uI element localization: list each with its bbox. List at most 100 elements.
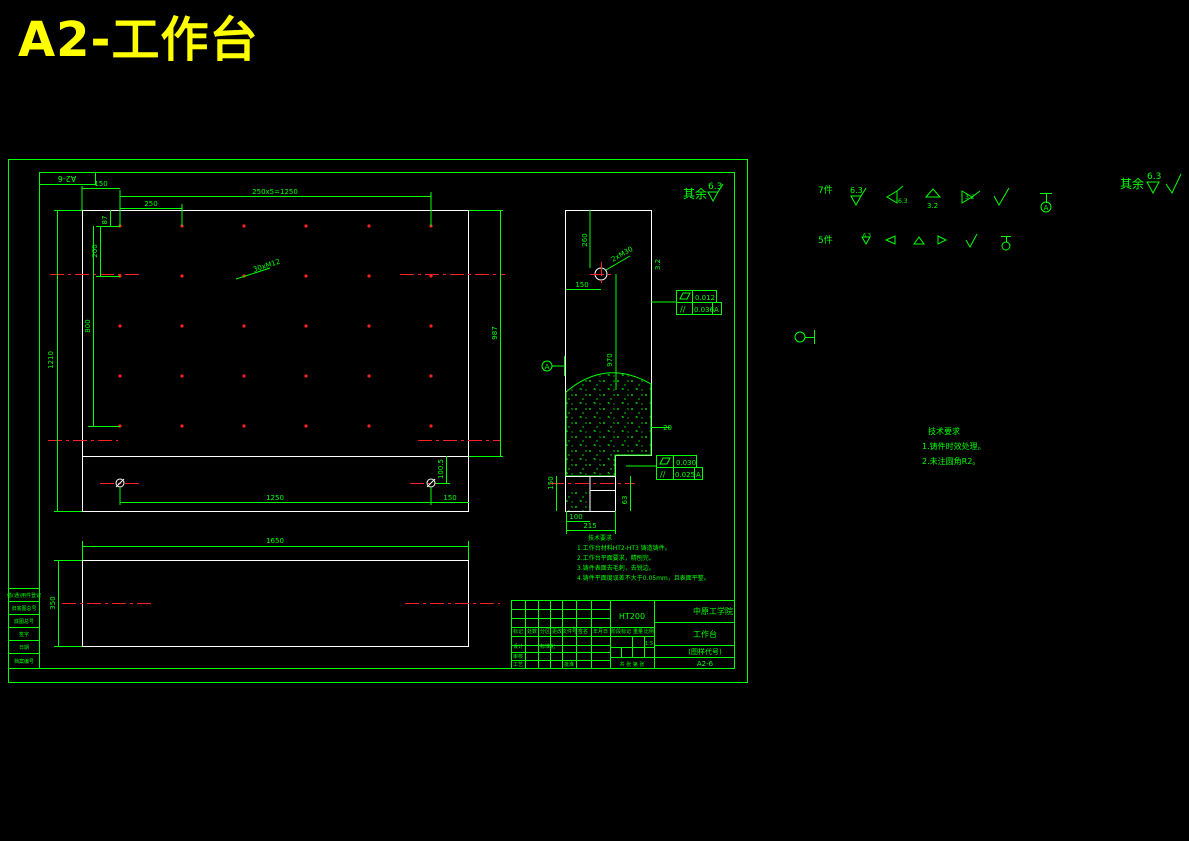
svg-text:2.未注圆角R2。: 2.未注圆角R2。 (922, 456, 980, 466)
svg-text:3.铸件表面去毛刺，去锐边。: 3.铸件表面去毛刺，去锐边。 (577, 564, 655, 572)
tapped-hole (367, 374, 371, 378)
svg-text:6.3: 6.3 (863, 233, 871, 239)
svg-text:100.5: 100.5 (437, 459, 445, 479)
tapped-hole (429, 324, 433, 328)
tapped-hole (367, 424, 371, 428)
svg-text:150: 150 (575, 281, 588, 289)
tapped-hole (242, 374, 246, 378)
svg-text:5件: 5件 (818, 234, 833, 246)
svg-text:A: A (714, 306, 719, 314)
svg-text:共 张 第 张: 共 张 第 张 (620, 661, 645, 668)
svg-text:批准: 批准 (564, 661, 574, 668)
tapped-hole (304, 374, 308, 378)
tapped-hole (304, 274, 308, 278)
tapped-hole (304, 224, 308, 228)
svg-text:150: 150 (443, 494, 456, 502)
svg-text:63: 63 (621, 496, 629, 505)
svg-text:0.012: 0.012 (695, 294, 715, 302)
svg-text:其余: 其余 (683, 186, 707, 201)
svg-text:7件: 7件 (818, 184, 833, 196)
top-view: 1650 350 (49, 537, 500, 647)
svg-text:重量: 重量 (633, 628, 643, 635)
svg-text:970: 970 (606, 353, 614, 366)
drawing-frame: A2-6 (8, 159, 748, 683)
svg-text:HT200: HT200 (619, 612, 645, 621)
svg-text:200: 200 (91, 244, 99, 257)
title-block: HT200 中原工学院 工作台 (图样代号) A2-6 比例 1:5 重量 阶段… (511, 600, 735, 669)
svg-text:1:5: 1:5 (645, 641, 653, 647)
roughness-legend: 7件 6.3 6.3 3.2 3.2 A 5件 6.3 其余 6.3 (794, 172, 1182, 344)
tapped-hole (242, 424, 246, 428)
svg-text://: // (680, 305, 686, 314)
svg-text:底图总号: 底图总号 (14, 618, 34, 625)
svg-text:3.2: 3.2 (965, 194, 975, 201)
svg-text:150: 150 (547, 476, 555, 489)
svg-text:0.025: 0.025 (675, 471, 695, 479)
svg-text:800: 800 (84, 319, 92, 332)
tapped-hole (367, 324, 371, 328)
tapped-hole (367, 274, 371, 278)
svg-text:987: 987 (491, 326, 499, 339)
svg-text:6.3: 6.3 (1147, 172, 1161, 182)
svg-text:250x5=1250: 250x5=1250 (252, 188, 298, 196)
front-view-dims: 150 250x5=1250 250 87 200 800 1210 987 1… (47, 180, 503, 512)
svg-text:旧底图总号: 旧底图总号 (11, 605, 36, 612)
svg-text:6.3: 6.3 (708, 182, 722, 192)
tapped-hole (429, 274, 433, 278)
svg-text:签名: 签名 (578, 628, 588, 635)
svg-text:6.3: 6.3 (898, 198, 908, 205)
svg-text:其余: 其余 (1120, 176, 1144, 191)
tapped-hole (180, 274, 184, 278)
surface-roughness-rest: 其余 6.3 (683, 182, 724, 203)
tapped-hole (180, 324, 184, 328)
svg-text:1.铸件时效处理。: 1.铸件时效处理。 (922, 441, 986, 451)
tapped-hole (180, 424, 184, 428)
tapped-hole (118, 374, 122, 378)
svg-text:150: 150 (94, 180, 107, 188)
svg-text:100: 100 (569, 513, 582, 521)
casting-notes: 技术要求 1.工作台材料HT2-HT3 铸造铸件。 2.工作台平面要求，精刨完。… (577, 534, 710, 582)
svg-text:A: A (696, 471, 701, 479)
tapped-hole (242, 324, 246, 328)
svg-text:3.2: 3.2 (654, 259, 662, 270)
svg-text:分区: 分区 (540, 628, 550, 635)
svg-text:技术要求: 技术要求 (588, 534, 612, 542)
svg-text:借(通)用件登记: 借(通)用件登记 (7, 592, 41, 599)
svg-text:签字: 签字 (19, 631, 29, 638)
svg-text:0.030: 0.030 (676, 459, 696, 467)
svg-text:设计: 设计 (513, 643, 523, 650)
svg-text:(图样代号): (图样代号) (688, 647, 722, 656)
hole-label: 30xM12 (252, 258, 281, 274)
hole-grid (118, 224, 433, 428)
tapped-hole (367, 224, 371, 228)
svg-text:2.工作台平面要求，精刨完。: 2.工作台平面要求，精刨完。 (577, 554, 655, 562)
left-registry-strip: 借(通)用件登记 旧底图总号 底图总号 签字 日期 档案编号 (7, 588, 41, 669)
svg-text:更改文件号: 更改文件号 (552, 628, 577, 635)
page-title: A2-工作台 (18, 12, 259, 68)
svg-text:标准化: 标准化 (540, 643, 555, 650)
svg-text:中原工学院: 中原工学院 (693, 606, 733, 616)
svg-text:A: A (545, 363, 550, 371)
svg-text:工艺: 工艺 (513, 662, 523, 668)
tapped-hole (429, 374, 433, 378)
svg-text:1250: 1250 (266, 494, 284, 502)
svg-text:处数: 处数 (527, 628, 537, 635)
svg-text:4.铸件平面度误差不大于0.05mm，且表面平整。: 4.铸件平面度误差不大于0.05mm，且表面平整。 (577, 574, 710, 582)
drawing-code-tab: A2-6 (58, 174, 77, 183)
side-section-view: 260 150 2xM30 3.2 970 0.012 // 0.036 A A… (541, 210, 722, 534)
svg-text:87: 87 (101, 216, 109, 225)
svg-text:1.工作台材料HT2-HT3 铸造铸件。: 1.工作台材料HT2-HT3 铸造铸件。 (577, 544, 671, 552)
svg-text:1650: 1650 (266, 537, 284, 545)
svg-text:A2-6: A2-6 (697, 660, 714, 668)
tapped-hole (180, 374, 184, 378)
tapped-hole (429, 424, 433, 428)
tapped-hole (304, 324, 308, 328)
svg-text:215: 215 (583, 522, 596, 530)
tapped-hole (118, 324, 122, 328)
technical-requirements: 技术要求 1.铸件时效处理。 2.未注圆角R2。 (922, 426, 986, 466)
svg-text:20: 20 (663, 424, 672, 432)
svg-text:3.2: 3.2 (927, 202, 938, 210)
svg-text:年月日: 年月日 (593, 628, 608, 635)
svg-text:比例: 比例 (644, 628, 654, 635)
svg-text:档案编号: 档案编号 (14, 658, 34, 665)
